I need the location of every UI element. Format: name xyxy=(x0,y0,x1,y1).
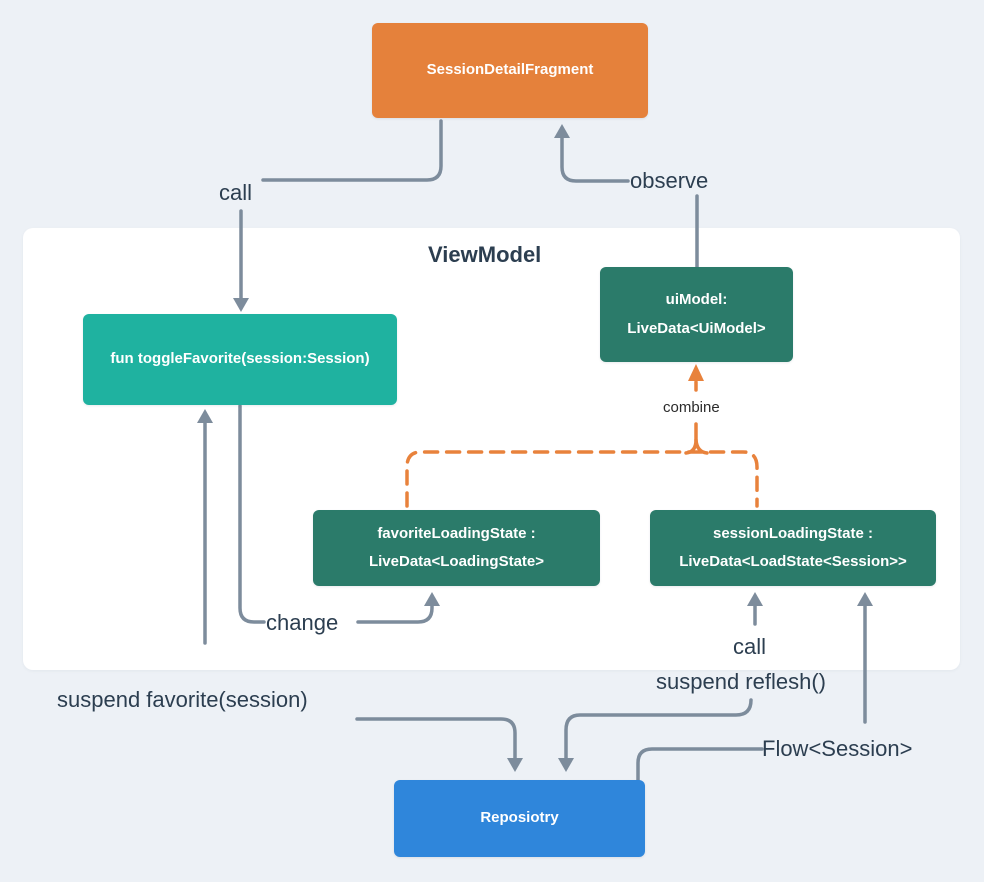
node-session-detail-fragment-label: SessionDetailFragment xyxy=(426,61,594,79)
node-toggle-favorite-label: fun toggleFavorite(session:Session) xyxy=(110,350,370,368)
node-repository: Reposiotry xyxy=(394,780,645,857)
edge-reflesh-to-repository xyxy=(564,698,753,762)
edge-fragment-to-call xyxy=(261,119,443,182)
edge-label-call-bottom: call xyxy=(733,634,767,659)
arrowhead-repository-top-left xyxy=(507,758,523,772)
node-favorite-loading-state: favoriteLoadingState : LiveData<LoadingS… xyxy=(313,510,600,586)
node-toggle-favorite: fun toggleFavorite(session:Session) xyxy=(83,314,397,405)
edge-favorite-to-repository xyxy=(355,717,517,762)
edge-label-change: change xyxy=(266,610,339,635)
edge-label-combine: combine xyxy=(663,399,720,416)
viewmodel-container xyxy=(23,228,960,670)
edge-label-suspend-favorite: suspend favorite(session) xyxy=(57,687,308,712)
edge-label-call-top: call xyxy=(219,180,253,205)
viewmodel-title: ViewModel xyxy=(428,242,542,267)
edge-label-suspend-reflesh: suspend reflesh() xyxy=(656,669,826,694)
node-favorite-loading-state-line1: favoriteLoadingState : xyxy=(377,524,536,542)
edge-label-flow-session: Flow<Session> xyxy=(762,736,913,761)
node-session-loading-state: sessionLoadingState : LiveData<LoadState… xyxy=(650,510,936,586)
node-ui-model: uiModel: LiveData<UiModel> xyxy=(600,267,793,362)
node-ui-model-line2: LiveData<UiModel> xyxy=(627,319,766,337)
node-session-loading-state-line1: sessionLoadingState : xyxy=(712,524,874,542)
node-repository-label: Reposiotry xyxy=(480,809,559,827)
node-ui-model-line1: uiModel: xyxy=(665,291,728,308)
node-session-loading-state-line2: LiveData<LoadState<Session>> xyxy=(679,553,907,570)
node-favorite-loading-state-line2: LiveData<LoadingState> xyxy=(368,553,545,570)
node-session-detail-fragment: SessionDetailFragment xyxy=(372,23,648,118)
arrowhead-fragment-bottom xyxy=(554,124,570,138)
edge-observe-to-fragment xyxy=(560,134,630,183)
edge-flow-to-repository xyxy=(636,747,764,782)
arrowhead-repository-top-right xyxy=(558,758,574,772)
edge-label-observe: observe xyxy=(630,168,709,193)
